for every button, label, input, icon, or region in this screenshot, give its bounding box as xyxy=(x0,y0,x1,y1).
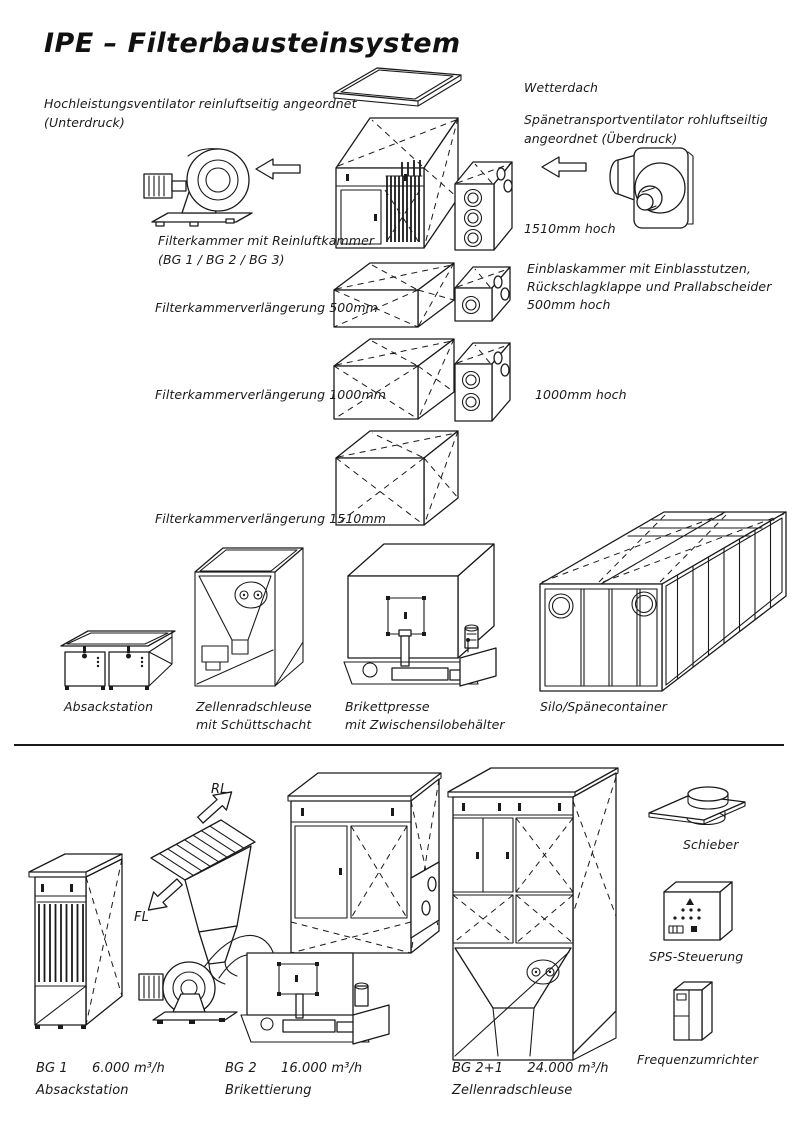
fl-duct-label: FL xyxy=(134,910,149,925)
blowin-chamber-label-2: Rückschlagklappe und Prallabscheider xyxy=(527,279,772,294)
filter-chamber-drawing xyxy=(335,117,459,249)
slide-gate-label: Schieber xyxy=(683,837,739,852)
rotary-valve-label-2: mit Schüttschacht xyxy=(196,717,312,732)
blowin-chamber-500-drawing xyxy=(454,266,511,322)
rotary-valve-drawing xyxy=(194,547,304,687)
bg2-name: Brikettierung xyxy=(225,1083,312,1098)
extension-1510-drawing xyxy=(335,430,459,526)
bagging-station-drawing xyxy=(60,630,176,690)
rl-duct-label: RL xyxy=(211,782,228,797)
plc-label: SPS-Steuerung xyxy=(649,949,744,964)
clean-fan-label-2: (Unterdruck) xyxy=(44,115,125,130)
filter-chamber-label-2: (BG 1 / BG 2 / BG 3) xyxy=(158,252,285,267)
bg1-capacity: 6.000 m³/h xyxy=(92,1061,165,1076)
bg2-capacity: 16.000 m³/h xyxy=(281,1061,363,1076)
rl-arrow-icon xyxy=(197,791,233,824)
bagging-station-label: Absackstation xyxy=(64,699,154,714)
briquette-press-label-2: mit Zwischensilobehälter xyxy=(345,717,505,732)
extension-1000-label: Filterkammerverlängerung 1000mm xyxy=(155,387,387,402)
extension-500-label: Filterkammerverlängerung 500mm xyxy=(155,300,378,315)
slide-gate-drawing xyxy=(648,786,746,826)
weather-roof-label: Wetterdach xyxy=(524,80,599,95)
raw-fan-height-label: 1510mm hoch xyxy=(524,221,616,236)
briquette-press-label-1: Brikettpresse xyxy=(345,699,430,714)
page-title: IPE – Filterbausteinsystem xyxy=(44,28,461,59)
bg1-unit-drawing xyxy=(28,853,123,1029)
bg2plus1-caption: BG 2+1 24.000 m³/h xyxy=(452,1061,609,1076)
frequency-converter-label: Frequenzumrichter xyxy=(637,1052,758,1067)
blowin-chamber-label-3: 500mm hoch xyxy=(527,297,611,312)
bg2-code: BG 2 xyxy=(225,1061,257,1076)
raw-fan-label-1: Spänetransportventilator rohluftseiltig xyxy=(524,112,768,127)
bg2-unit-drawing xyxy=(138,772,442,1045)
bg2plus1-unit-drawing xyxy=(447,767,619,1061)
section-divider xyxy=(14,744,784,746)
clean-fan-label-1: Hochleistungsventilator reinluftseitig a… xyxy=(44,96,357,111)
bg2plus1-capacity: 24.000 m³/h xyxy=(527,1061,609,1076)
clean-fan-drawing xyxy=(143,148,253,227)
plc-control-drawing xyxy=(663,881,733,941)
raw-fan-drawing xyxy=(609,147,694,229)
blowin-chamber-1510-drawing xyxy=(454,161,513,251)
bg2plus1-name: Zellenradschleuse xyxy=(452,1083,573,1098)
blowin-chamber-1000-drawing xyxy=(454,342,511,422)
bg1-name: Absackstation xyxy=(36,1083,129,1098)
fl-arrow-icon xyxy=(147,878,183,911)
bg1-caption: BG 1 6.000 m³/h xyxy=(36,1061,165,1076)
extension-1000-drawing xyxy=(333,338,455,420)
bg1-code: BG 1 xyxy=(36,1061,68,1076)
silo-container-drawing xyxy=(539,511,787,692)
frequency-converter-drawing xyxy=(673,981,713,1041)
blowin-chamber-label-1: Einblaskammer mit Einblasstutzen, xyxy=(527,261,752,276)
arrow-left-icon xyxy=(255,158,301,180)
filter-chamber-label-1: Filterkammer mit Reinluftkammer xyxy=(158,233,375,248)
extension-500-drawing xyxy=(333,262,455,328)
weather-roof-drawing xyxy=(333,67,462,107)
rotary-valve-label-1: Zellenradschleuse xyxy=(196,699,312,714)
silo-label: Silo/Spänecontainer xyxy=(540,699,668,714)
bg2plus1-code: BG 2+1 xyxy=(452,1061,504,1076)
blowin-chamber-1000-height: 1000mm hoch xyxy=(535,387,627,402)
extension-1510-label: Filterkammerverlängerung 1510mm xyxy=(155,511,387,526)
raw-fan-label-2: angeordnet (Überdruck) xyxy=(524,131,678,146)
arrow-left-icon xyxy=(541,156,587,178)
bg2-caption: BG 2 16.000 m³/h xyxy=(225,1061,362,1076)
briquette-press-drawing xyxy=(343,543,497,687)
